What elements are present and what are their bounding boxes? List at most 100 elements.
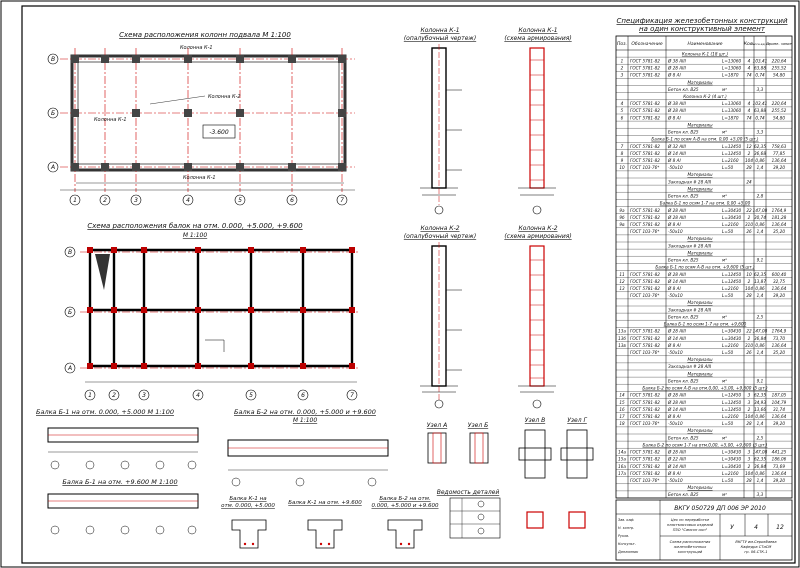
spec-cell: L=50 (722, 293, 734, 298)
spec-cell: ГОСТ 5781-82 (630, 414, 660, 419)
beam-axis-3: 3 (142, 392, 146, 399)
spec-subheading: Материалы (687, 186, 713, 191)
spec-cell: 3,3 (757, 492, 764, 497)
k1-rebar-title: Колонна К-1 (518, 27, 557, 34)
spec-cell: 30,74 (754, 215, 766, 220)
spec-title-2: на один конструктивный элемент (639, 25, 766, 33)
spec-cell: L=2160 (722, 158, 739, 163)
stamp-project-1: Цех по переработке (671, 518, 710, 522)
spec-cell: 14 (619, 393, 625, 398)
inner-frame (21, 5, 796, 564)
spec-cell: L=12450 (722, 279, 741, 284)
spec-cell: 181,28 (772, 215, 787, 220)
stamp-role-4: Консульт. (618, 542, 636, 546)
k2-label: Колонна К-2 (208, 94, 241, 100)
k2-rebar-title: Колонна К-2 (518, 225, 557, 232)
spec-cell: L=30430 (722, 457, 741, 462)
spec-cell: L=13060 (722, 108, 741, 113)
spec-cell: 18 (619, 421, 625, 426)
spec-cell: Бетон кл. В25 (668, 87, 699, 92)
spec-cell: 3 (748, 450, 751, 455)
sec3-title-2: 0.000, +5.000 и +9.600 (371, 503, 439, 509)
spec-cell: ГОСТ 103-76* (630, 229, 659, 234)
spec-cell: Закладная # 28 AIII (668, 243, 712, 248)
spec-cell: 104 (745, 471, 753, 476)
beam-axis-2: 2 (112, 392, 116, 399)
beams-plan-title: Схема расположения балок на отм. 0.000, … (87, 222, 303, 230)
spec-h-note: Приме- чание (766, 42, 791, 46)
spec-cell: Ø 28 AIII (667, 393, 687, 398)
spec-cell: ГОСТ 5781-82 (630, 215, 660, 220)
spec-cell: Бетон кл. В25 (668, 435, 699, 440)
spec-cell: 187,05 (772, 393, 787, 398)
spec-cell: м³ (722, 492, 727, 497)
spec-cell: 4 (621, 101, 624, 106)
spec-cell: ГОСТ 5781-82 (630, 115, 660, 120)
node-g-title: Узел Г (567, 417, 587, 424)
spec-cell: Ø 8 AI (667, 414, 681, 419)
spec-cell: 255,52 (772, 108, 787, 113)
spec-cell: 103,41 (753, 58, 768, 63)
spec-cell: ГОСТ 5781-82 (630, 144, 660, 149)
spec-cell: 2 (748, 279, 751, 284)
spec-cell: ГОСТ 5781-82 (630, 457, 660, 462)
beam-axis-1: 1 (88, 392, 92, 399)
spec-cell: 186,06 (772, 457, 787, 462)
spec-cell: Ø 14 AIII (667, 151, 687, 156)
stamp-org-3: гр. 06-СТК-1 (744, 550, 767, 554)
spec-cell: 9,1 (757, 378, 764, 383)
spec-cell: 2,8 (757, 194, 764, 199)
axis-col-5: 5 (238, 197, 242, 204)
spec-cell: 32,75 (773, 279, 785, 284)
spec-cell: 7 (621, 144, 624, 149)
spec-cell: Ø 28 AIII (667, 400, 687, 405)
spec-cell: 73,70 (773, 336, 785, 341)
spec-cell: 2,5 (757, 314, 764, 319)
spec-cell: ГОСТ 5781-82 (630, 464, 660, 469)
column-details: Колонна К-1 (опалубочный чертеж) Колонна… (404, 27, 572, 409)
spec-cell: 16 (619, 407, 625, 412)
spec-cell: ГОСТ 5781-82 (630, 101, 660, 106)
spec-cell: 9 (621, 158, 624, 163)
spec-cell: 34,93 (754, 400, 766, 405)
spec-cell: L=2160 (722, 222, 739, 227)
spec-cell: L=30430 (722, 215, 741, 220)
spec-cell: 255,52 (772, 66, 787, 71)
spec-cell: 3 (748, 393, 751, 398)
spec-cell: 74 (746, 73, 752, 78)
stamp-content-3: конструкций (678, 550, 703, 554)
spec-cell: 600,40 (772, 272, 787, 277)
spec-cell: 24 (746, 179, 752, 184)
spec-cell: 54,80 (773, 115, 785, 120)
spec-cell: Ø 28 AIII (667, 272, 687, 277)
spec-cell: Ø 28 AIII (667, 215, 687, 220)
spec-cell: 13 (619, 286, 625, 291)
spec-cell: ГОСТ 5781-82 (630, 272, 660, 277)
k1-formwork-sub: (опалубочный чертеж) (404, 35, 476, 42)
node-b-title: Узел Б (468, 422, 488, 429)
spec-cell: 16а (618, 464, 626, 469)
spec-subheading: Материалы (687, 300, 713, 305)
spec-cell: 1,4 (757, 478, 764, 483)
spec-cell: 103,41 (753, 101, 768, 106)
spec-cell: ГОСТ 5781-82 (630, 158, 660, 163)
spec-title-1: Спецификация железобетонных конструкций (616, 17, 787, 25)
beam-axis-a: А (67, 365, 72, 372)
spec-cell: L=13060 (722, 66, 741, 71)
spec-cell: 10 (619, 165, 625, 170)
beam-axis-b: Б (68, 309, 72, 316)
spec-cell: м³ (722, 130, 727, 135)
spec-h-name: Наименование (688, 41, 723, 47)
nodes: Узел А Узел Б Узел В Узел Г Ведомость де… (427, 417, 594, 539)
spec-cell: -50x10 (668, 165, 683, 170)
spec-cell: 73,69 (773, 464, 785, 469)
details-title: Ведомость деталей (437, 489, 500, 496)
spec-subheading: Материалы (687, 357, 713, 362)
spec-cell: 147,08 (753, 450, 768, 455)
spec-cell: 35,20 (773, 229, 785, 234)
spec-cell: 54,80 (773, 73, 785, 78)
spec-cell: Бетон кл. В25 (668, 258, 699, 263)
spec-cell: -50x10 (668, 478, 683, 483)
spec-cell: 1764,9 (772, 208, 787, 213)
